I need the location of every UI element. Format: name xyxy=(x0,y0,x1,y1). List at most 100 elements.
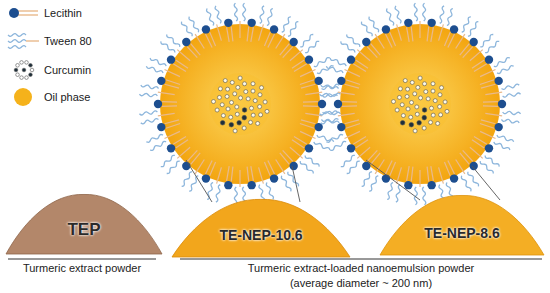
curcumin-dot xyxy=(20,76,24,80)
lecithin-tail xyxy=(301,84,316,88)
lecithin-head xyxy=(224,181,232,189)
droplet xyxy=(319,3,520,205)
curcumin-dot xyxy=(221,114,225,118)
tween-tail xyxy=(161,41,175,52)
curcumin-dot xyxy=(433,99,437,103)
curcumin-dot xyxy=(431,113,435,117)
tween-tail xyxy=(447,8,453,25)
tween-tail xyxy=(167,34,180,46)
tween-tail xyxy=(461,176,471,192)
curcumin-dot xyxy=(22,68,26,72)
tween-stem xyxy=(217,24,222,40)
tween-stem xyxy=(485,113,502,115)
lecithin-tail xyxy=(342,101,357,103)
curcumin-dot xyxy=(235,112,239,116)
lecithin-tail xyxy=(264,162,270,176)
legend-entry: Lecithin xyxy=(6,1,82,25)
lecithin-tail xyxy=(210,32,216,46)
tween-tail xyxy=(494,142,510,150)
curcumin-dot xyxy=(249,106,253,110)
curcumin-dot xyxy=(406,107,410,111)
curcumin-dot xyxy=(443,100,447,104)
lecithin-tail xyxy=(444,162,450,176)
lecithin-tail xyxy=(407,27,410,42)
lecithin-head xyxy=(157,123,165,131)
tween-stem xyxy=(338,113,355,115)
tween-tail xyxy=(387,183,393,200)
lecithin-head xyxy=(167,144,175,152)
curcumin-dot xyxy=(422,115,427,120)
tween-tail xyxy=(288,22,298,37)
tween-stem xyxy=(470,50,483,61)
curcumin-region xyxy=(209,73,271,135)
curcumin-dot xyxy=(431,89,435,93)
lecithin-tail xyxy=(187,47,197,58)
oil-core xyxy=(160,24,320,184)
tween-tail xyxy=(369,176,378,192)
tween-tail xyxy=(330,58,346,66)
sample-name: TE-NEP-10.6 xyxy=(219,227,302,243)
tween-tail xyxy=(341,41,355,52)
lecithin-head xyxy=(182,38,190,46)
curcumin-dot xyxy=(229,122,234,127)
curcumin-dot xyxy=(397,95,401,99)
lecithin-tail xyxy=(480,80,494,85)
tween-tail xyxy=(494,58,510,67)
tween-stem xyxy=(480,131,495,138)
curcumin-dot xyxy=(230,80,234,84)
tween-tail xyxy=(330,141,346,150)
curcumin-dot xyxy=(263,100,267,104)
curcumin-dot xyxy=(242,126,246,130)
lecithin-head xyxy=(202,25,210,33)
tween-tail xyxy=(234,3,237,21)
lecithin-tail xyxy=(251,166,254,181)
lecithin-tail xyxy=(345,120,360,124)
tween-tail xyxy=(347,34,360,46)
tween-tail xyxy=(314,58,330,67)
curcumin-dot xyxy=(251,89,255,93)
lecithin-head xyxy=(314,77,322,85)
curcumin-dot xyxy=(233,92,237,96)
curcumin-dot xyxy=(226,87,230,91)
lecithin-tail xyxy=(390,32,396,46)
tween-tail xyxy=(181,22,192,37)
tween-tail xyxy=(189,17,199,33)
tween-tail xyxy=(215,6,221,23)
lecithin-head xyxy=(494,77,502,85)
lecithin-tail xyxy=(166,80,180,85)
curcumin-dot xyxy=(410,80,414,84)
curcumin-dot xyxy=(424,90,428,94)
curcumin-dot xyxy=(211,100,215,104)
lecithin-head xyxy=(337,77,345,85)
lecithin-head xyxy=(450,25,458,33)
lecithin-head xyxy=(469,38,477,46)
lecithin-tail xyxy=(460,44,469,56)
curcumin-dot xyxy=(417,121,422,126)
lecithin-tail xyxy=(191,44,200,56)
curcumin-dot xyxy=(403,79,407,83)
lecithin-head xyxy=(362,38,370,46)
lecithin-head xyxy=(404,19,412,27)
tween-tail xyxy=(146,66,163,73)
tween-stem xyxy=(439,24,444,40)
tween-tail xyxy=(305,41,319,52)
pile-shape xyxy=(172,199,350,257)
tween-stem xyxy=(158,92,175,94)
underline xyxy=(8,259,156,260)
tween-tail xyxy=(282,17,291,33)
legend-text: Curcumin xyxy=(44,64,91,76)
lecithin-tail xyxy=(367,150,377,161)
lecithin-tail xyxy=(165,120,180,124)
lecithin-tail xyxy=(385,160,392,173)
legend-text: Lecithin xyxy=(44,7,82,19)
curcumin-dot xyxy=(431,82,435,86)
tween-stem xyxy=(26,40,39,41)
tween-tail xyxy=(150,141,166,150)
tween-stem xyxy=(397,24,402,40)
curcumin-dot xyxy=(418,76,422,80)
lecithin-tail xyxy=(268,34,275,47)
tween-stem xyxy=(439,167,444,183)
tween-tail xyxy=(305,155,319,166)
curcumin-dot xyxy=(409,122,414,127)
curcumin-dot xyxy=(217,95,221,99)
